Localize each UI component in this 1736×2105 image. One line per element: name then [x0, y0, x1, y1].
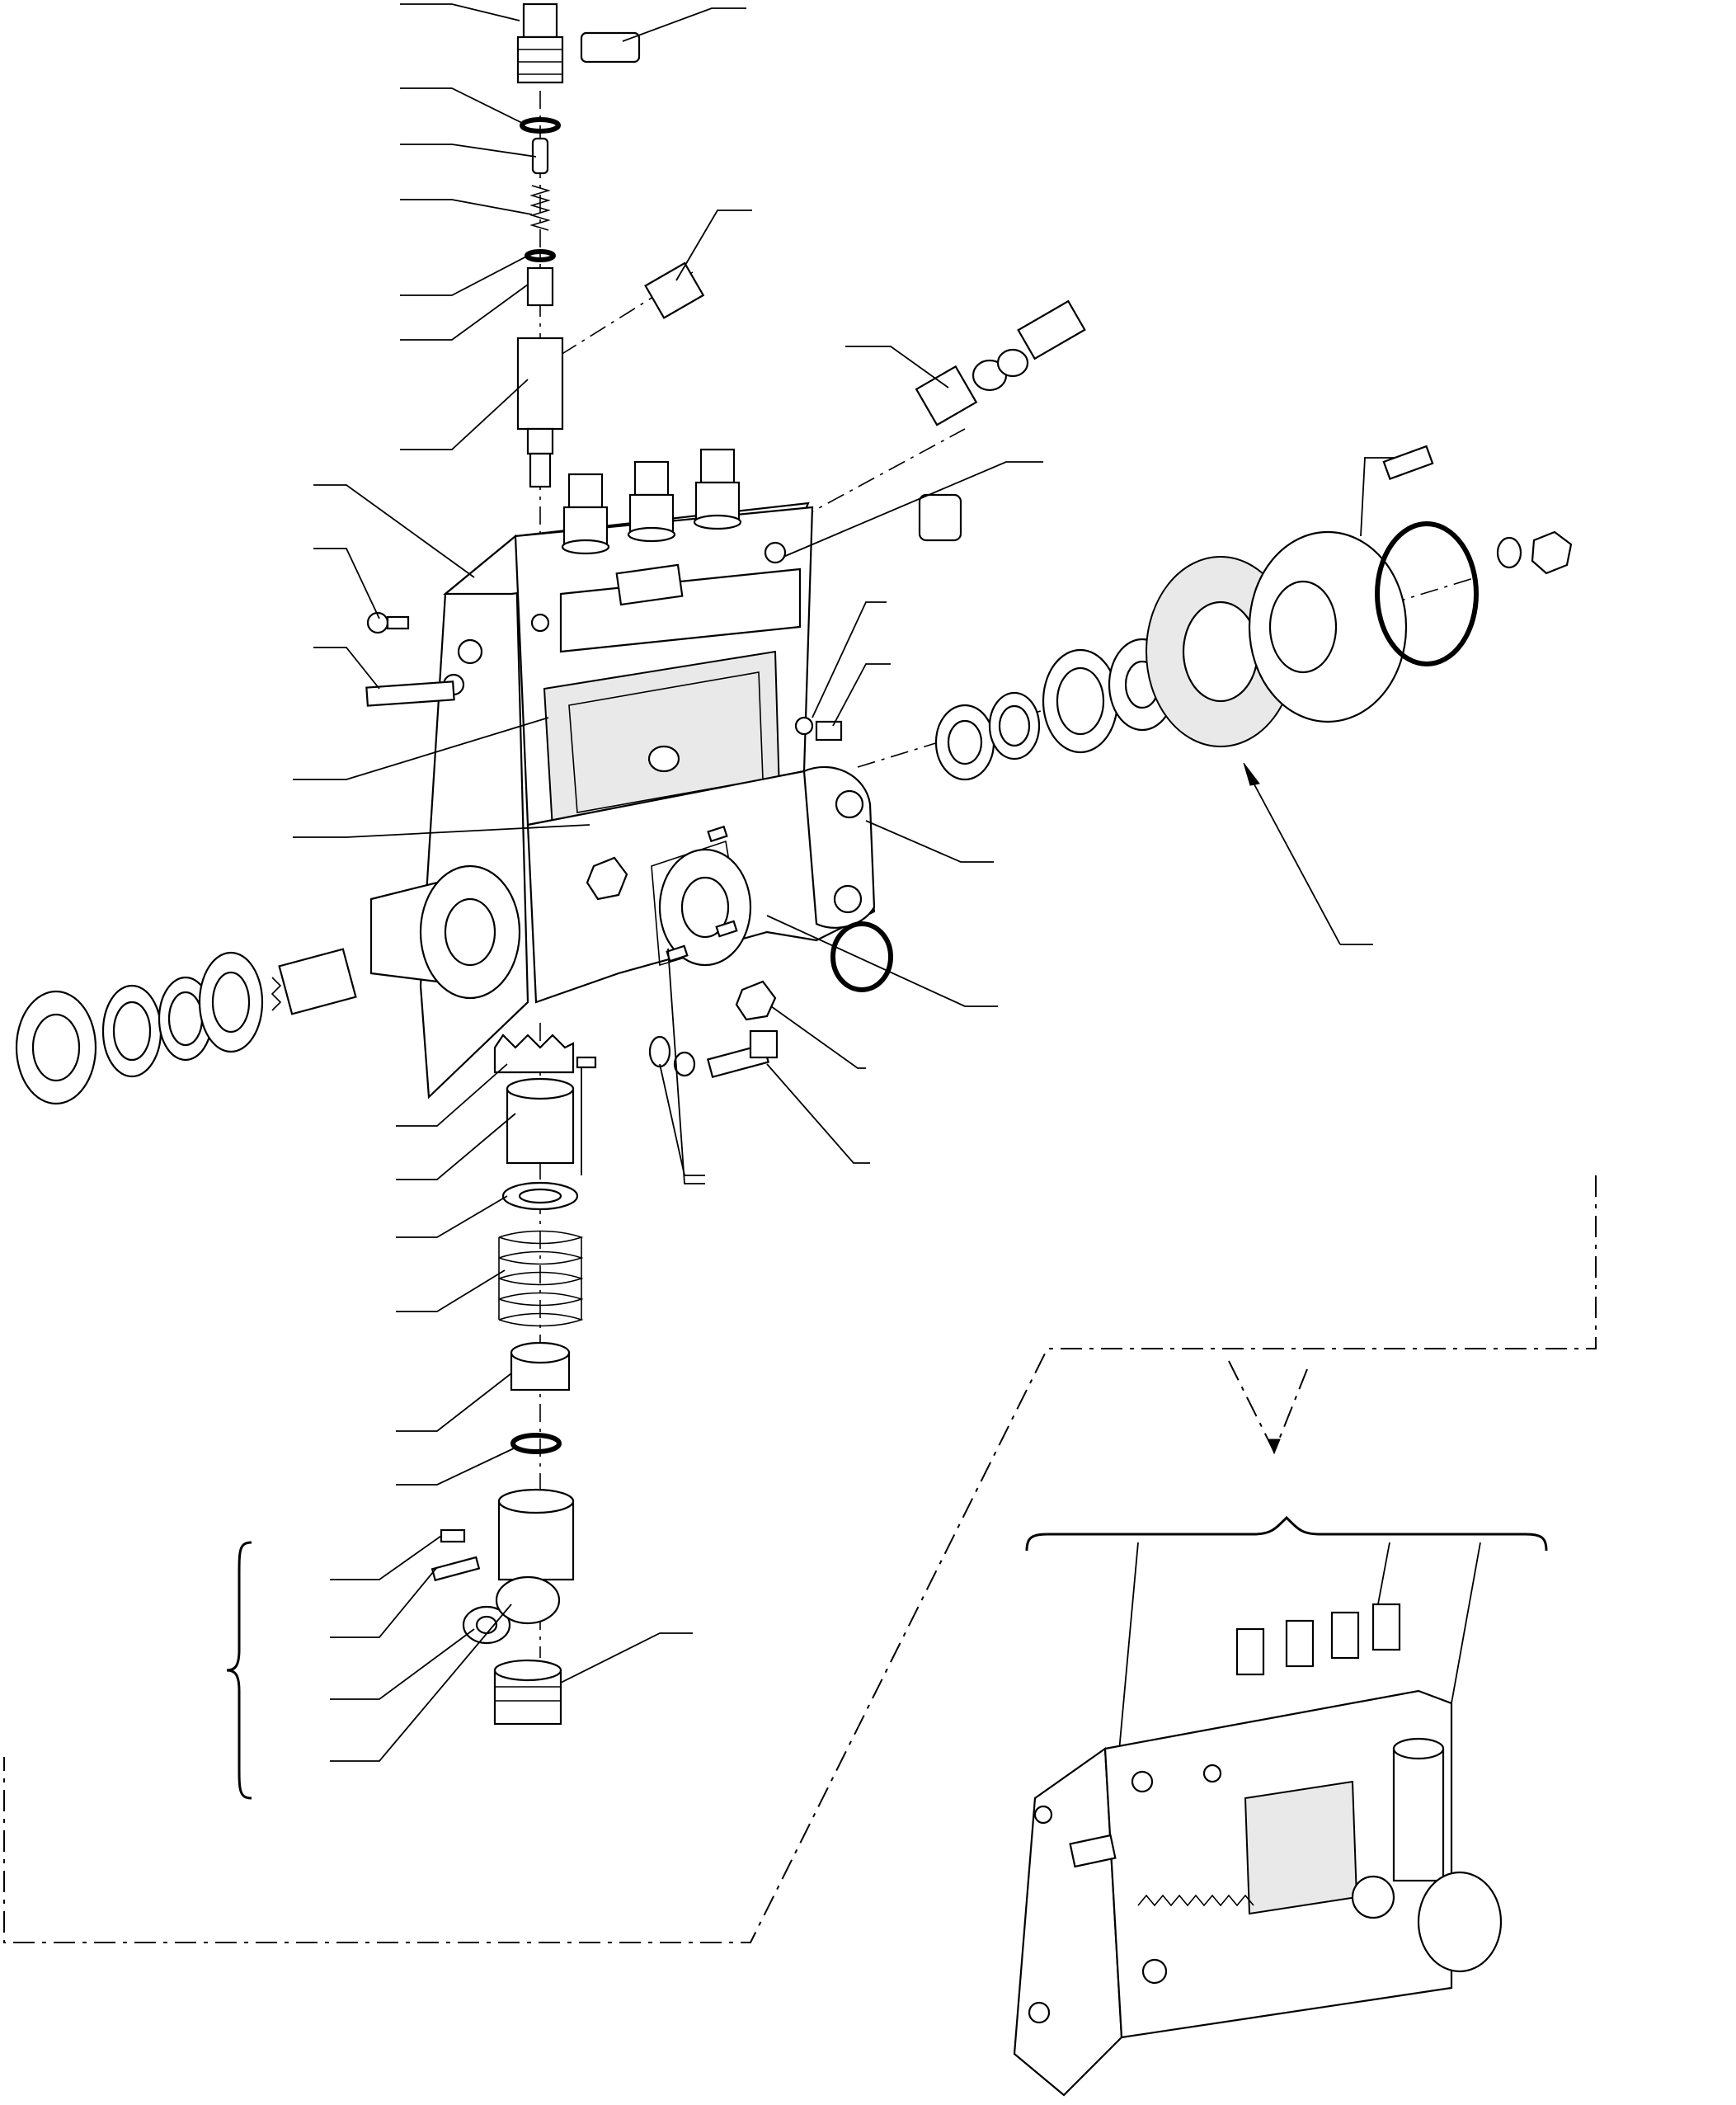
detail-reference-frame	[3, 1175, 1597, 1943]
lower-tappet-stack	[226, 1034, 597, 1800]
delivery-valve-holders	[561, 448, 742, 555]
shaft-bearing-parts	[15, 948, 357, 1105]
leader-lines	[293, 3, 1394, 1762]
assembled-pump-inset	[1013, 1515, 1548, 2097]
upper-plunger-stack	[516, 2, 564, 488]
pump-housing	[369, 502, 876, 1100]
side-small-parts	[365, 31, 1086, 1079]
governor-side-parts	[934, 445, 1573, 945]
